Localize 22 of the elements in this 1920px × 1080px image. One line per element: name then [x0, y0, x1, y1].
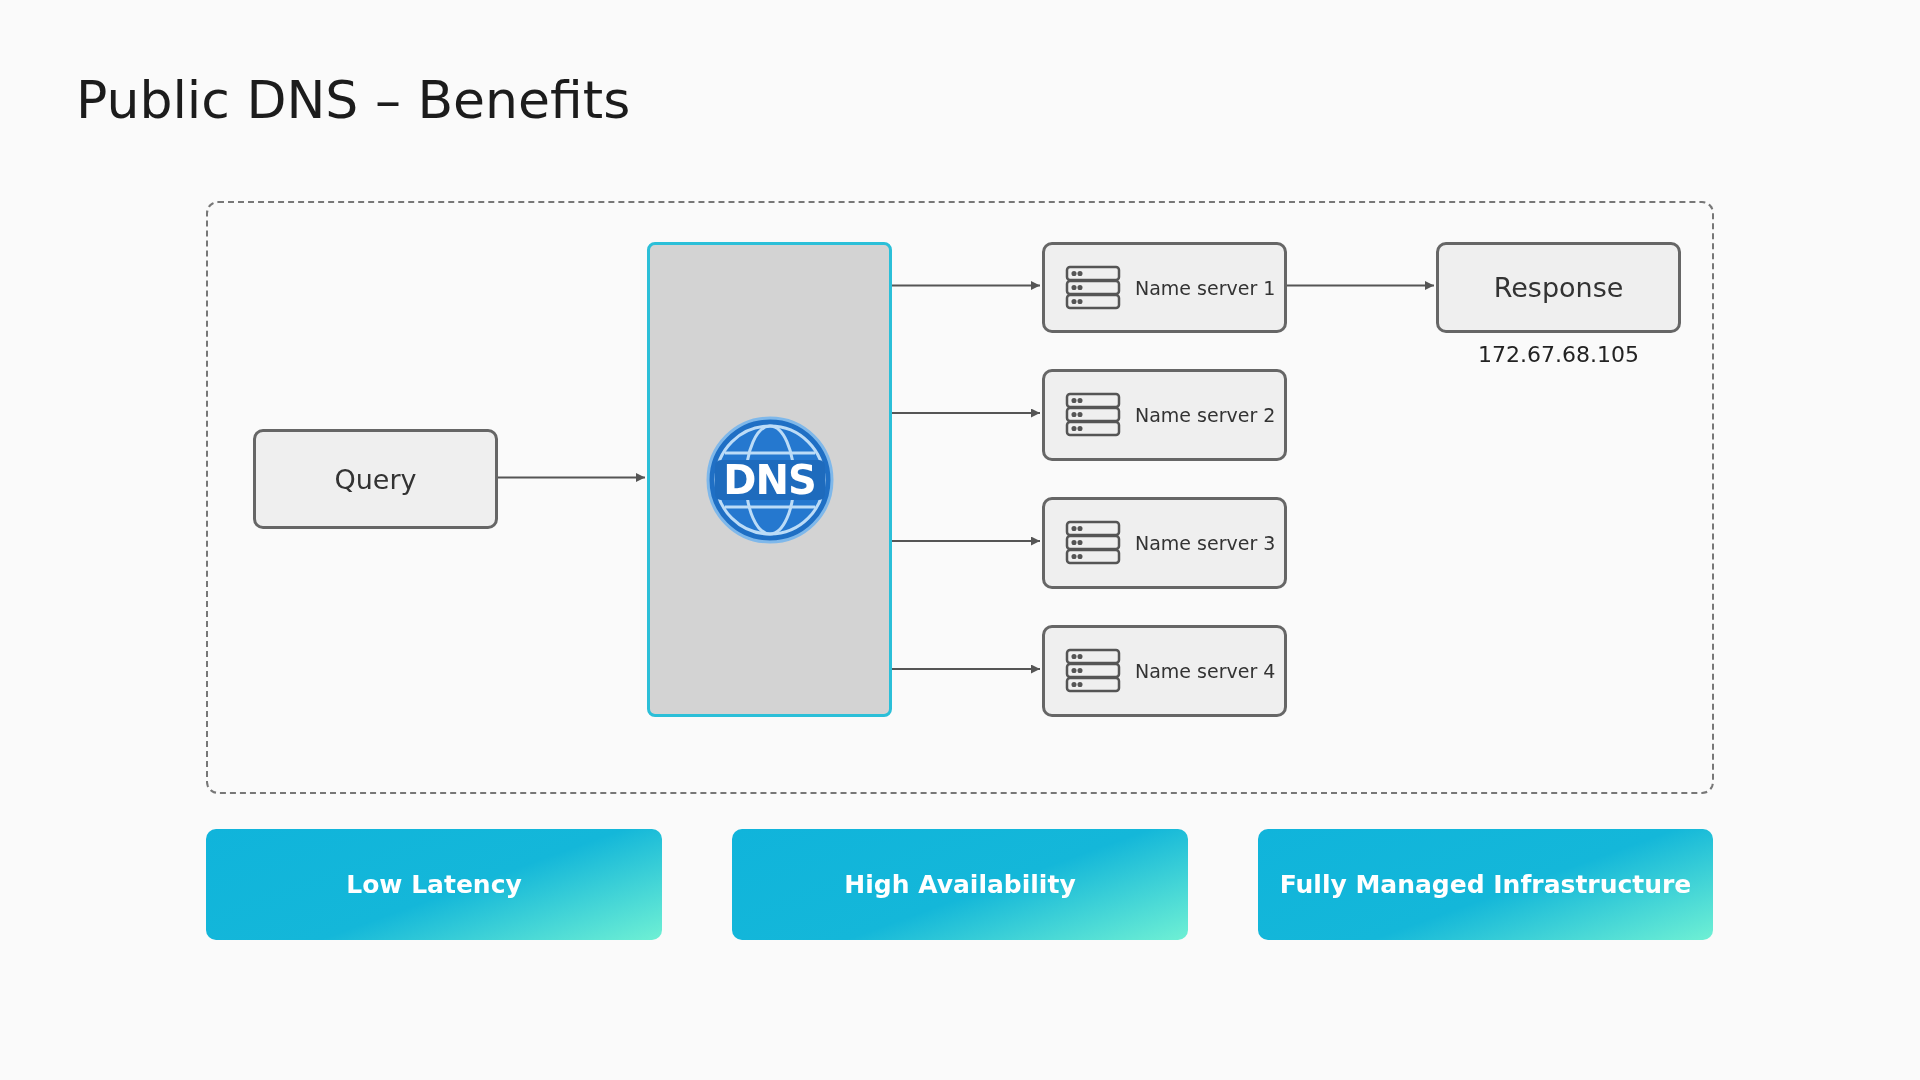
node-label: Response — [1493, 272, 1624, 303]
title: Public DNS – Benefits — [76, 70, 631, 130]
rounded-box — [253, 429, 498, 529]
benefit-banner — [732, 829, 1188, 940]
node-label: Name server 3 — [1135, 532, 1276, 554]
benefit-banner — [206, 829, 662, 940]
dns-server-panel — [647, 242, 892, 717]
dns-globe-icon: DNS — [704, 414, 835, 545]
server-box — [1042, 242, 1287, 333]
benefit-banner — [1258, 829, 1713, 940]
dashed-frame — [206, 201, 1714, 794]
ip-address: 172.67.68.105 — [1477, 342, 1640, 367]
benefit-label: Low Latency — [346, 870, 522, 899]
server-box — [1042, 625, 1287, 717]
server-box — [1042, 369, 1287, 461]
benefit-label: High Availability — [844, 870, 1076, 899]
server-box — [1042, 497, 1287, 589]
node-label: Name server 1 — [1135, 276, 1276, 299]
node-label: Name server 2 — [1135, 404, 1276, 426]
node-label: Name server 4 — [1135, 660, 1276, 682]
benefit-label: Fully Managed Infrastructure — [1279, 870, 1692, 899]
node-label: Query — [334, 463, 417, 495]
